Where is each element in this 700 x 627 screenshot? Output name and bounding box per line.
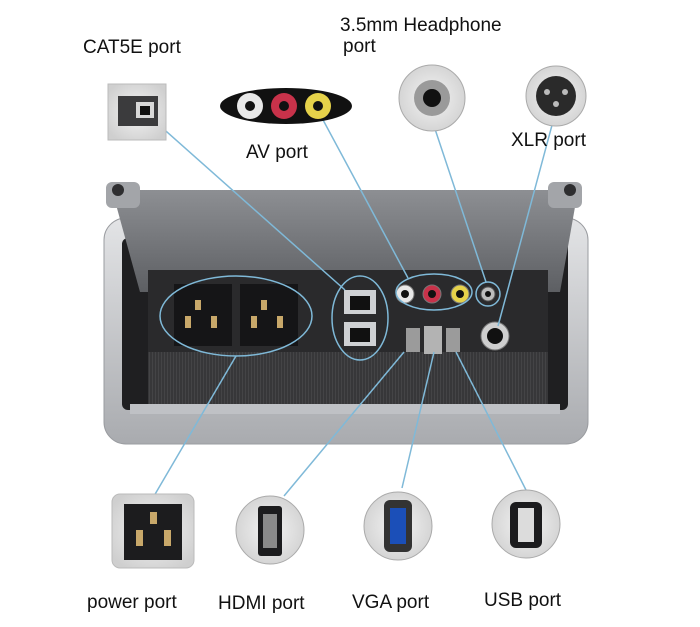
usb-port-label: USB port xyxy=(484,590,562,611)
callout-lines xyxy=(153,113,556,497)
usb-port-icon xyxy=(491,489,561,559)
hdmi-port-icon xyxy=(235,495,305,565)
panel-av-ports xyxy=(406,321,510,354)
cable-brush-strip xyxy=(148,352,548,404)
panel-power-sockets xyxy=(174,284,298,346)
power-port-label: power port xyxy=(87,592,177,613)
vga-port-label: VGA port xyxy=(352,592,430,613)
cat5e-port-label: CAT5E port xyxy=(83,37,181,58)
panel-ethernet-ports xyxy=(344,290,376,346)
vga-port-icon xyxy=(363,491,433,561)
hdmi-port-label: HDMI port xyxy=(218,593,305,614)
av-port-label: AV port xyxy=(246,142,308,163)
xlr-jack-icon xyxy=(525,65,587,127)
power-socket-icon xyxy=(111,493,195,569)
panel-rca-jacks xyxy=(395,284,496,304)
headphone-jack-icon xyxy=(398,64,466,132)
xlr-port-label: XLR port xyxy=(511,130,586,151)
headphone-port-label-line1: 3.5mm Headphone xyxy=(340,15,502,36)
ethernet-port-icon xyxy=(107,83,167,141)
headphone-port-label-line2: port xyxy=(343,36,376,57)
rca-jack-icon xyxy=(220,88,352,124)
